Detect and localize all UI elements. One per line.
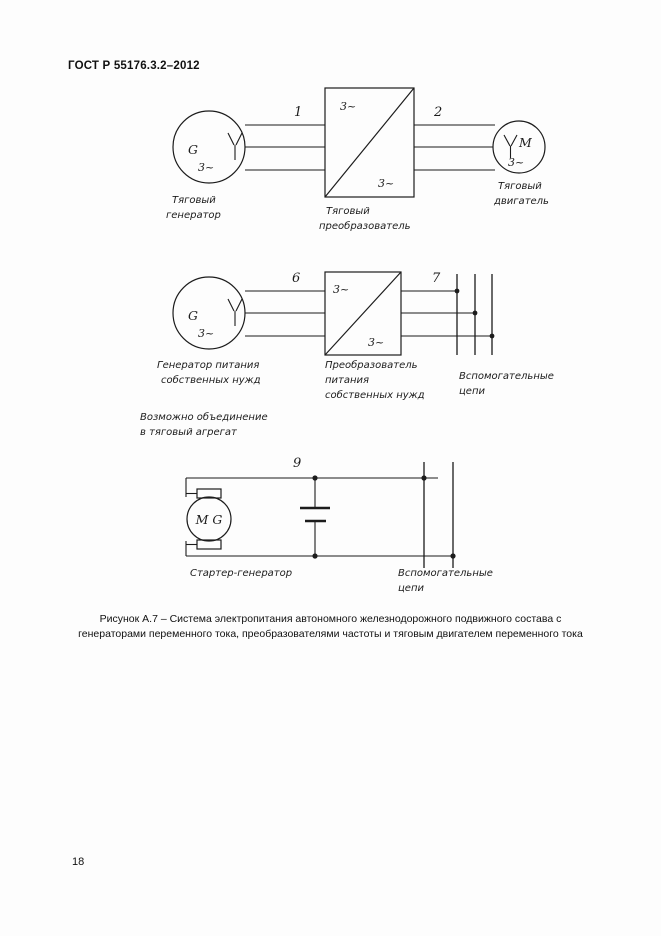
aux-converter-input-symbol: 3~: [333, 283, 349, 296]
combine-note-line1: Возможно объединение: [140, 411, 268, 423]
traction-motor-symbol: [492, 120, 546, 174]
aux-generator-label-line2: собственных нужд: [161, 374, 261, 386]
aux-star-connection-icon: [227, 298, 243, 326]
auxiliary-generator-symbol: [172, 276, 246, 350]
line-number-1: 1: [294, 105, 302, 120]
traction-motor-label-line2: двигатель: [493, 196, 549, 207]
junction-dot: [450, 553, 456, 559]
line-number-9: 9: [293, 456, 301, 471]
junction-dot: [489, 333, 495, 339]
generator-phase-symbol: 3~: [198, 161, 214, 174]
diagram-starter-generator: M G 9 Стартер-генератор Вспомогательные …: [185, 456, 493, 594]
figure-a7-drawing: G 3~ 1 3~ 3~ 2: [140, 87, 554, 594]
diagram-auxiliary-chain: G 3~ 6 3~ 3~ 7: [140, 271, 554, 438]
auxiliary-converter-symbol: [324, 271, 402, 356]
converter-diagonal: [324, 87, 415, 198]
converter-input-symbol: 3~: [340, 100, 356, 113]
aux-generator-label-line1: Генератор питания: [157, 360, 259, 371]
starter-generator-label: Стартер-генератор: [190, 568, 292, 579]
starter-generator-symbol: [186, 496, 232, 542]
junction-dot: [454, 288, 460, 294]
page-number: 18: [72, 856, 85, 868]
aux-circuits-label-line1: Вспомогательные: [459, 371, 554, 382]
dc-aux-circuits-label-line2: цепи: [398, 583, 424, 594]
brush-bottom: [196, 539, 222, 550]
junction-dot: [312, 475, 318, 481]
traction-converter-label-line1: Тяговый: [326, 206, 370, 217]
aux-converter-label-line2: питания: [325, 375, 369, 386]
line-number-2: 2: [433, 105, 442, 120]
aux-converter-label-line1: Преобразователь: [325, 359, 418, 371]
traction-generator-symbol: [172, 110, 246, 184]
dc-aux-circuits-label-line1: Вспомогательные: [398, 568, 493, 579]
traction-converter-label-line2: преобразователь: [319, 220, 411, 232]
machine-mg-letters: M G: [195, 512, 223, 527]
motor-m-letter: M: [518, 135, 533, 150]
page-header: ГОСТ Р 55176.3.2–2012: [68, 60, 200, 72]
junction-dot: [421, 475, 427, 481]
traction-converter-symbol: [324, 87, 415, 198]
converter-output-symbol: 3~: [378, 177, 394, 190]
traction-generator-label-line2: генератор: [166, 210, 221, 221]
traction-motor-label-line1: Тяговый: [498, 181, 542, 192]
aux-converter-diagonal: [324, 271, 402, 356]
aux-converter-label-line3: собственных нужд: [325, 389, 425, 401]
generator-g-letter: G: [188, 142, 198, 157]
star-connection-icon: [227, 132, 243, 160]
aux-circuits-label-line2: цепи: [459, 386, 485, 397]
motor-phase-symbol: 3~: [508, 156, 524, 169]
diagram-traction-chain: G 3~ 1 3~ 3~ 2: [166, 87, 549, 232]
junction-dot: [312, 553, 318, 559]
brush-top: [196, 488, 222, 499]
junction-dot: [472, 310, 478, 316]
traction-generator-label-line1: Тяговый: [172, 195, 216, 206]
figure-caption: Рисунок А.7 – Система электропитания авт…: [78, 613, 583, 640]
line-number-7: 7: [432, 271, 441, 286]
motor-star-icon: [503, 134, 518, 158]
aux-converter-output-symbol: 3~: [368, 336, 384, 349]
aux-generator-g-letter: G: [188, 308, 198, 323]
aux-generator-phase-symbol: 3~: [198, 327, 214, 340]
line-number-6: 6: [292, 271, 300, 286]
combine-note-line2: в тяговый агрегат: [140, 427, 238, 438]
